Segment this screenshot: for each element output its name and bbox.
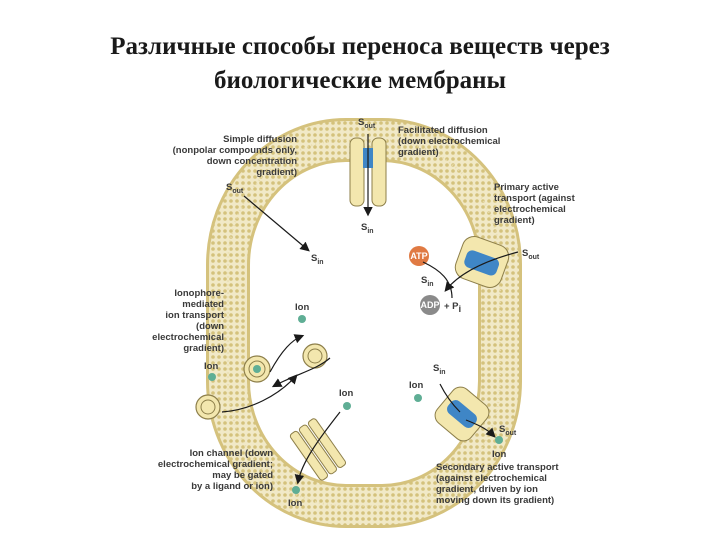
ion-icon — [298, 315, 306, 323]
svg-text:transport (against: transport (against — [494, 193, 576, 204]
atp-icon — [409, 246, 429, 266]
s-out-top: Sout — [358, 117, 376, 130]
facilitated-diffusion-label: Facilitated diffusion (down electrochemi… — [398, 125, 500, 158]
svg-text:(against electrochemical: (against electrochemical — [436, 473, 547, 484]
ion-label: Ion — [492, 449, 506, 460]
ionophore-inner — [302, 343, 328, 369]
ion-icon — [414, 394, 422, 402]
title-line-2: биологические мембраны — [213, 67, 507, 94]
page-title: Различные способы переноса веществ через… — [0, 30, 720, 98]
adp-label: ADP — [420, 300, 439, 310]
svg-text:gradient): gradient) — [398, 147, 439, 158]
svg-text:gradient): gradient) — [183, 343, 224, 354]
primary-active-label: Primary active transport (against electr… — [494, 182, 576, 226]
s-in-secondary: Sin — [433, 363, 446, 376]
svg-text:gradient): gradient) — [494, 215, 535, 226]
simple-diffusion-label: Simple diffusion (nonpolar compounds onl… — [173, 134, 298, 178]
adp-icon — [420, 295, 440, 315]
svg-text:electrochemical: electrochemical — [152, 332, 224, 343]
membrane-midline — [227, 139, 501, 507]
svg-text:by a ligand or ion): by a ligand or ion) — [191, 481, 273, 492]
ion-label: Ion — [288, 498, 302, 509]
s-out-primary: Sout — [522, 248, 540, 261]
s-out-simple: Sout — [226, 182, 244, 195]
svg-text:mediated: mediated — [182, 299, 224, 310]
svg-text:Ionophore-: Ionophore- — [174, 288, 224, 299]
svg-text:electrochemical: electrochemical — [494, 204, 566, 215]
ionophore-label: Ionophore- mediated ion transport (down … — [152, 288, 225, 354]
svg-text:gradient): gradient) — [256, 167, 297, 178]
svg-text:down concentration: down concentration — [207, 156, 297, 167]
ion-icon — [208, 373, 216, 381]
svg-text:ion transport: ion transport — [165, 310, 224, 321]
ion-label: Ion — [409, 380, 423, 391]
title-line-1: Различные способы переноса веществ через — [110, 33, 610, 60]
svg-text:(down electrochemical: (down electrochemical — [398, 136, 500, 147]
s-in-simple: Sin — [311, 253, 324, 266]
ionophore-outer — [243, 355, 271, 383]
svg-text:Ion channel (down: Ion channel (down — [190, 448, 274, 459]
facilitated-diffusion-protein — [349, 137, 387, 207]
ion-label: Ion — [339, 388, 353, 399]
ion-channel-label: Ion channel (down electrochemical gradie… — [158, 448, 273, 492]
atp-label: ATP — [410, 251, 427, 261]
svg-text:Simple diffusion: Simple diffusion — [223, 134, 297, 145]
svg-text:(nonpolar compounds only,: (nonpolar compounds only, — [173, 145, 297, 156]
secondary-active-label: Secondary active transport (against elec… — [436, 462, 559, 506]
ion-icon — [495, 436, 503, 444]
cell-membrane — [206, 118, 522, 528]
s-in-primary: Sin — [421, 275, 434, 288]
ion-icon — [253, 365, 261, 373]
svg-text:moving down its gradient): moving down its gradient) — [436, 495, 554, 506]
s-out-secondary: Sout — [499, 424, 517, 437]
svg-text:gradient, driven by ion: gradient, driven by ion — [436, 484, 538, 495]
svg-text:may be gated: may be gated — [212, 470, 273, 481]
flow-arrows — [221, 134, 519, 485]
svg-text:Facilitated diffusion: Facilitated diffusion — [398, 125, 488, 136]
ionophore-empty — [195, 394, 221, 420]
ion-icon — [292, 486, 300, 494]
secondary-active-transporter — [434, 386, 490, 442]
s-in-top: Sin — [361, 222, 374, 235]
ion-icon — [343, 402, 351, 410]
ion-label: Ion — [204, 361, 218, 372]
ion-label: Ion — [295, 302, 309, 313]
svg-text:(down: (down — [196, 321, 224, 332]
pi-label: + Pi — [444, 301, 461, 315]
svg-text:Secondary active transport: Secondary active transport — [436, 462, 559, 473]
svg-text:electrochemical gradient;: electrochemical gradient; — [158, 459, 273, 470]
svg-text:Primary active: Primary active — [494, 182, 559, 193]
